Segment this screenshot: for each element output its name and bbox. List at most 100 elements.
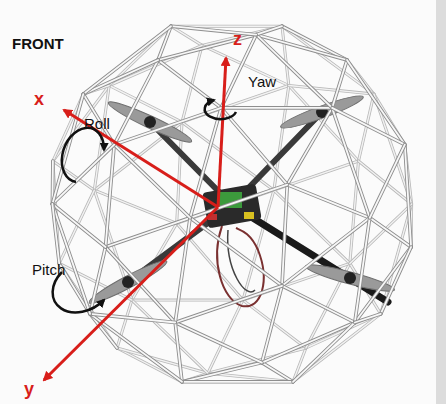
cage-strut [171,26,256,35]
cage-strut [355,314,381,323]
cage-strut [182,380,293,384]
cage-strut [106,145,115,247]
cage-strut [282,26,289,85]
cage-strut [381,247,411,314]
cage-strut [83,26,171,94]
cage-strut [190,218,282,286]
cage-strut [256,35,332,108]
cage-strut [52,94,83,204]
cage-strut [274,86,289,191]
cage-strut [221,108,287,185]
cage-strut [262,363,293,382]
cage-strut [282,218,370,286]
axis-label: x [34,90,44,110]
cage-strut [405,145,411,247]
cage-strut [370,218,411,247]
cage-strut [52,204,90,314]
cage-strut [256,26,282,35]
cage-strut [175,286,282,323]
motion-label: Yaw [248,74,276,91]
cage-strut [282,286,355,323]
cage-strut [293,323,355,382]
cage-strut [256,26,282,35]
cage-strut [289,86,374,95]
cage-strut [262,323,355,363]
cage-strut [405,145,411,247]
cage-front [52,26,411,382]
cage-strut [293,323,355,382]
cage-strut [52,204,90,314]
cage-strut [287,185,369,218]
cage-strut [132,299,243,300]
cage-strut [59,190,94,263]
cage-strut [106,218,191,247]
cage-strut [282,218,370,286]
motion-label: Roll [84,116,110,133]
motion-label: Pitch [32,262,65,279]
cage-strut [370,145,405,218]
cage-strut [355,218,370,323]
axis-label: z [233,30,242,50]
axes [44,58,226,380]
cage-strut [132,300,208,373]
cage-strut [243,300,306,348]
cage-strut [175,323,182,382]
cage-strut [287,108,332,185]
cage-strut [182,363,262,382]
cage-strut [293,314,381,382]
cage-strut [221,108,287,185]
cage-strut [175,323,182,382]
cage-strut [182,363,262,382]
cage-strut [59,190,94,263]
cage-strut [190,185,287,218]
cage-strut [190,185,287,218]
cage-back [53,26,412,382]
cage-strut [106,218,191,247]
cage-strut [175,218,190,323]
cage-strut [182,381,293,383]
edge-strip [436,0,446,404]
cage-strut [83,26,171,94]
cage-strut [289,86,374,95]
cage-strut [282,185,287,286]
cage-strut [282,26,374,94]
cage-strut [90,314,182,382]
cage-strut [106,145,115,247]
cage-strut [293,314,381,382]
cage-strut [262,286,282,363]
cage-strut [262,286,282,363]
cage-strut [355,314,381,323]
cage-strut [243,300,306,348]
cage-strut [175,218,190,323]
cage-strut [175,323,262,363]
rotation-arrows [53,100,236,312]
cage-strut [355,218,370,323]
cage-strut [132,299,243,302]
cage-strut [52,94,83,204]
cage-strut [287,185,369,218]
cage-strut [221,107,332,109]
cage-strut [332,108,405,145]
cage-strut [332,108,405,145]
cage-strut [262,323,355,363]
cage-strut [282,26,289,85]
cage-strut [370,145,405,218]
cage-strut [256,35,332,108]
cage-strut [132,300,208,373]
cage-strut [175,286,282,323]
cage-strut [52,204,59,263]
cage-strut [90,314,182,382]
cage-strut [282,286,355,323]
cage-strut [274,86,289,191]
cage-strut [190,218,282,286]
motion-label: FRONT [12,36,64,53]
cage-strut [175,323,262,363]
cage-strut [171,26,256,35]
axis-label: y [24,380,34,400]
cage-strut [282,185,287,286]
cage-strut [262,363,293,382]
cage-strut [370,218,411,247]
cage-strut [287,108,332,185]
